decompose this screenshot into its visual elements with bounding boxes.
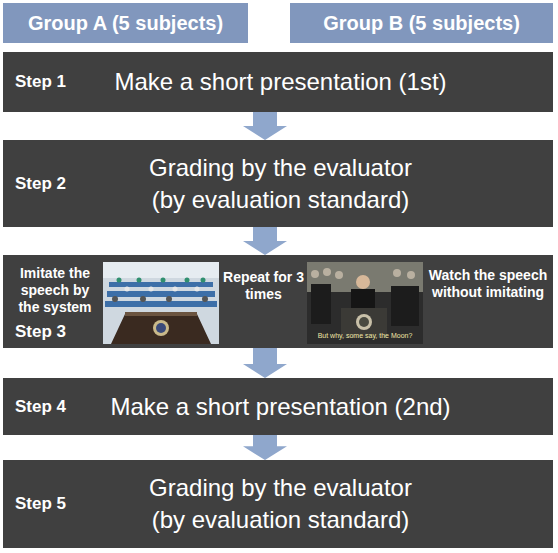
step-label: Step 2 xyxy=(15,174,66,194)
flow-arrow xyxy=(243,348,287,378)
step-box: Step 4 Make a short presentation (2nd) xyxy=(3,378,553,435)
box-text: (by evaluation standard) xyxy=(88,185,473,214)
box-text: Group B (5 subjects) xyxy=(290,12,553,35)
system-illustration xyxy=(103,262,219,344)
group-header: Group A (5 subjects) xyxy=(3,3,248,43)
flow-arrow xyxy=(243,227,287,255)
box-text: Grading by the evaluator xyxy=(88,153,473,182)
box-text: Imitate the speech by the system xyxy=(9,265,101,316)
speech-video-illustration xyxy=(307,262,423,344)
box-text: Grading by the evaluator xyxy=(88,473,473,502)
flow-arrow xyxy=(243,435,287,460)
step-box: Step 3 Imitate the speech by the system Re… xyxy=(3,255,553,348)
box-text: Watch the speech without imitating xyxy=(427,267,549,301)
step-box: Step 5 Grading by the evaluator (by evalua… xyxy=(3,460,553,548)
box-text: Make a short presentation (2nd) xyxy=(88,393,473,421)
box-text: Repeat for 3 times xyxy=(222,269,305,303)
box-text: Group A (5 subjects) xyxy=(3,12,248,35)
step-label: Step 1 xyxy=(15,72,66,92)
step-label: Step 4 xyxy=(15,397,66,417)
video-subtitle: But why, some say, the Moon? xyxy=(307,332,423,339)
flow-arrow xyxy=(243,112,287,140)
step-label: Step 3 xyxy=(15,322,66,342)
step-box: Step 2 Grading by the evaluator (by evalua… xyxy=(3,140,553,227)
step-box: Step 1 Make a short presentation (1st) xyxy=(3,52,553,112)
step-label: Step 5 xyxy=(15,494,66,514)
group-header: Group B (5 subjects) xyxy=(290,3,553,43)
box-text: (by evaluation standard) xyxy=(88,505,473,534)
box-text: Make a short presentation (1st) xyxy=(88,68,473,96)
